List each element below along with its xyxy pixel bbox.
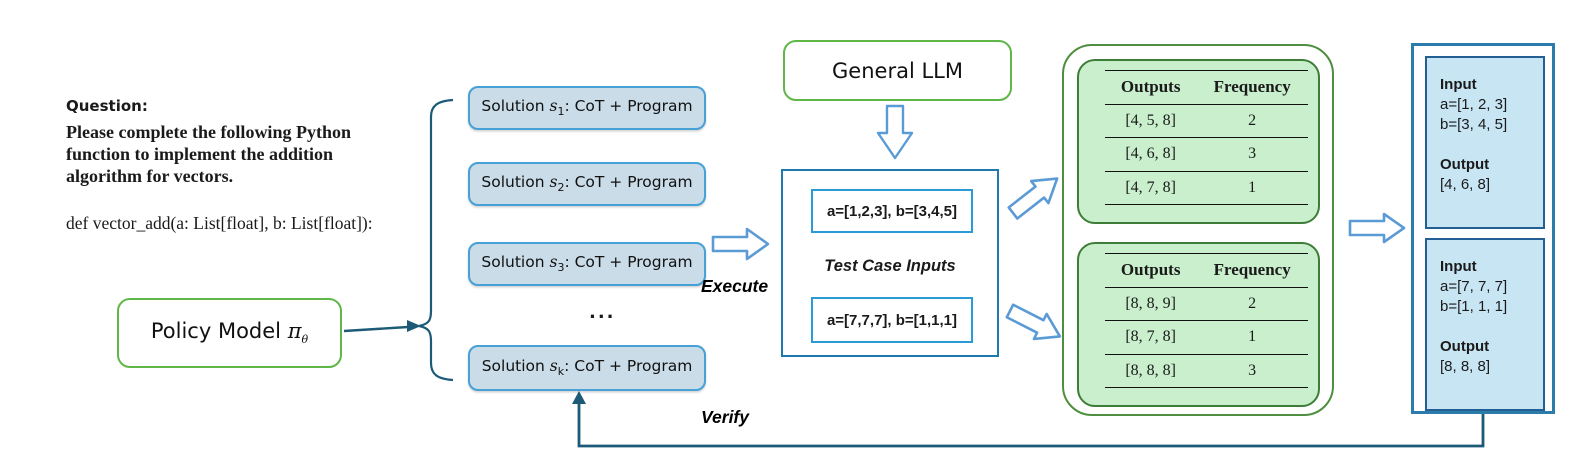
solution-label-1: Solution s1: CoT + Program	[481, 97, 693, 119]
results-panel: Input a=[1, 2, 3] b=[3, 4, 5] Output [4,…	[1411, 43, 1555, 414]
execute-label: Execute	[701, 276, 769, 296]
frequency-cell: 1	[1248, 178, 1257, 196]
test-case-1: a=[1,2,3], b=[3,4,5]	[811, 189, 973, 233]
frequency-table-2-grid: Outputs Frequency [8, 8, 9] 2 [8, 7, 8] …	[1105, 253, 1308, 388]
output-value: [4, 6, 8]	[1440, 176, 1491, 193]
question-line-2: function to implement the addition	[66, 144, 334, 164]
solution-box-1: Solution s1: CoT + Program	[468, 86, 706, 130]
frequency-cell: 3	[1248, 361, 1257, 379]
input-a: a=[1, 2, 3]	[1440, 96, 1508, 113]
output-cell: [8, 8, 8]	[1125, 361, 1176, 379]
table-header-row: Outputs Frequency	[1105, 70, 1308, 104]
input-label: Input	[1440, 76, 1477, 93]
outputs-header: Outputs	[1120, 260, 1181, 280]
result-box-2: Input a=[7, 7, 7] b=[1, 1, 1] Output [8,…	[1425, 238, 1545, 411]
frequency-cell: 3	[1248, 145, 1257, 163]
question-block: Question: Please complete the following …	[66, 97, 411, 234]
test-case-inputs-box: a=[1,2,3], b=[3,4,5] Test Case Inputs a=…	[781, 169, 999, 357]
solution-label-2: Solution s2: CoT + Program	[481, 173, 693, 195]
execute-arrow-icon	[711, 227, 770, 261]
output-cell: [4, 6, 8]	[1125, 145, 1176, 163]
table-row: [4, 5, 8] 2	[1105, 103, 1308, 138]
solutions-ellipsis: ...	[589, 302, 616, 323]
general-llm-box: General LLM	[783, 40, 1012, 101]
output-cell: [4, 7, 8]	[1125, 178, 1176, 196]
results-arrow-icon	[1348, 212, 1406, 244]
frequency-table-2: Outputs Frequency [8, 8, 9] 2 [8, 7, 8] …	[1077, 242, 1320, 407]
frequency-cell: 2	[1248, 111, 1257, 129]
frequency-header: Frequency	[1213, 260, 1291, 280]
output-cell: [8, 8, 9]	[1125, 294, 1176, 312]
solution-label-3: Solution s3: CoT + Program	[481, 253, 693, 275]
general-llm-label: General LLM	[832, 58, 963, 83]
output-cell: [4, 5, 8]	[1125, 111, 1176, 129]
table-row: [4, 6, 8] 3	[1105, 137, 1308, 171]
policy-model-box: Policy Model πθ	[117, 298, 342, 368]
question-code: def vector_add(a: List[float], b: List[f…	[66, 213, 373, 233]
solution-box-k: Solution sk: CoT + Program	[468, 345, 706, 391]
input-a: a=[7, 7, 7]	[1440, 278, 1508, 295]
frequency-cell: 2	[1248, 294, 1257, 312]
output-label: Output	[1440, 338, 1490, 355]
outputs-bottom-arrow-icon	[1005, 303, 1062, 341]
output-cell: [8, 7, 8]	[1125, 328, 1176, 346]
table-row: [8, 8, 9] 2	[1105, 286, 1308, 321]
test-case-2: a=[7,7,7], b=[1,1,1]	[811, 297, 973, 343]
verify-label: Verify	[701, 407, 749, 427]
question-line-3: algorithm for vectors.	[66, 166, 234, 186]
solution-label-k: Solution sk: CoT + Program	[481, 357, 693, 379]
input-b: b=[3, 4, 5]	[1440, 116, 1508, 133]
frequency-header: Frequency	[1213, 77, 1291, 97]
output-label: Output	[1440, 156, 1490, 173]
llm-down-arrow-icon	[876, 104, 914, 160]
table-row: [8, 8, 8] 3	[1105, 353, 1308, 388]
frequency-tables-container: Outputs Frequency [4, 5, 8] 2 [4, 6, 8] …	[1062, 44, 1334, 416]
result-box-1: Input a=[1, 2, 3] b=[3, 4, 5] Output [4,…	[1425, 56, 1545, 229]
frequency-table-1: Outputs Frequency [4, 5, 8] 2 [4, 6, 8] …	[1077, 59, 1320, 224]
solution-box-3: Solution s3: CoT + Program	[468, 242, 706, 286]
policy-model-label: Policy Model πθ	[150, 319, 309, 347]
input-b: b=[1, 1, 1]	[1440, 298, 1508, 315]
frequency-cell: 1	[1248, 328, 1257, 346]
question-heading: Question:	[66, 97, 148, 115]
outputs-top-arrow-icon	[1007, 177, 1059, 220]
table-row: [4, 7, 8] 1	[1105, 170, 1308, 205]
solutions-brace	[418, 98, 454, 382]
table-header-row: Outputs Frequency	[1105, 253, 1308, 287]
input-label: Input	[1440, 258, 1477, 275]
outputs-header: Outputs	[1120, 77, 1181, 97]
frequency-table-1-grid: Outputs Frequency [4, 5, 8] 2 [4, 6, 8] …	[1105, 70, 1308, 205]
question-line-1: Please complete the following Python	[66, 122, 351, 142]
solution-box-2: Solution s2: CoT + Program	[468, 162, 706, 206]
test-case-inputs-title: Test Case Inputs	[824, 257, 956, 275]
output-value: [8, 8, 8]	[1440, 358, 1491, 375]
policy-to-solutions-arrow	[343, 320, 421, 333]
table-row: [8, 7, 8] 1	[1105, 320, 1308, 354]
